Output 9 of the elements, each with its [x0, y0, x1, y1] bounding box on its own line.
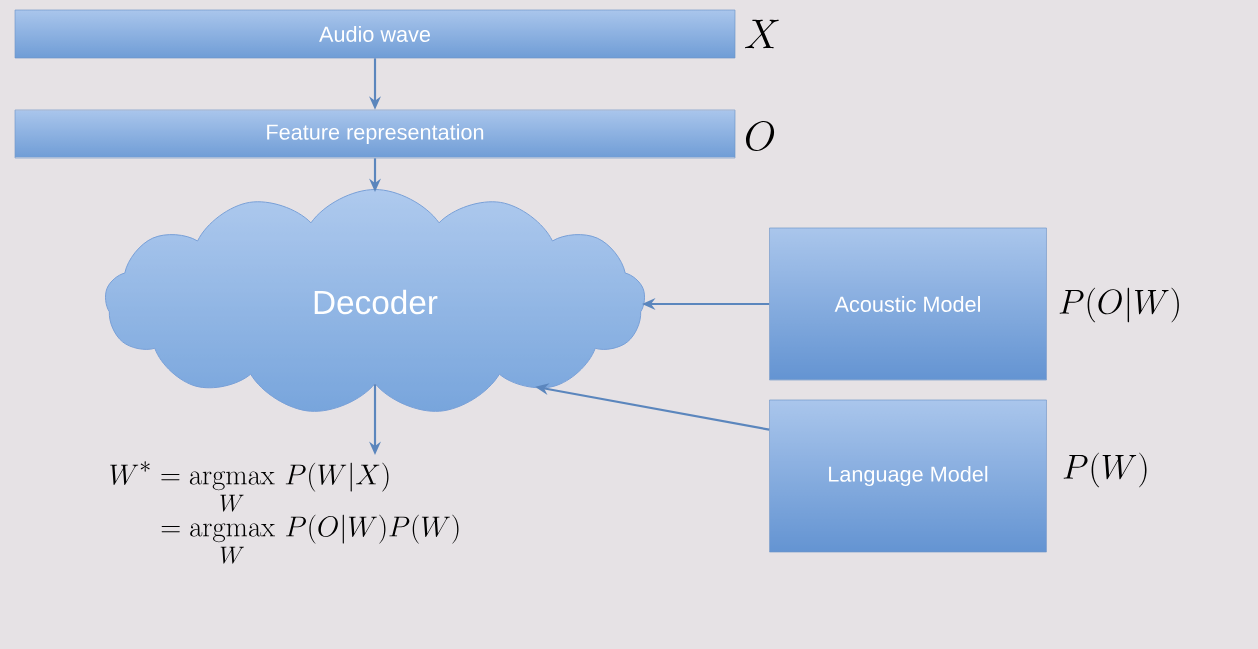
math-label: $P(O|W)$ [1059, 287, 1179, 323]
model-box: Acoustic Model [769, 227, 1047, 381]
process-bar: Audio wave [14, 9, 736, 59]
math-label: $X$ [745, 19, 779, 49]
process-bar: Feature representation [14, 109, 736, 159]
model-box: Language Model [769, 399, 1047, 553]
formula: $W^* = \operatorname*{argmax}_W \, P(W|X)$ $= \operatorname*{argmax}_W \, P(O|W)P(W)$ [110, 461, 459, 564]
math-label: $P(W)$ [1063, 452, 1147, 488]
math-label: $O$ [746, 120, 775, 152]
